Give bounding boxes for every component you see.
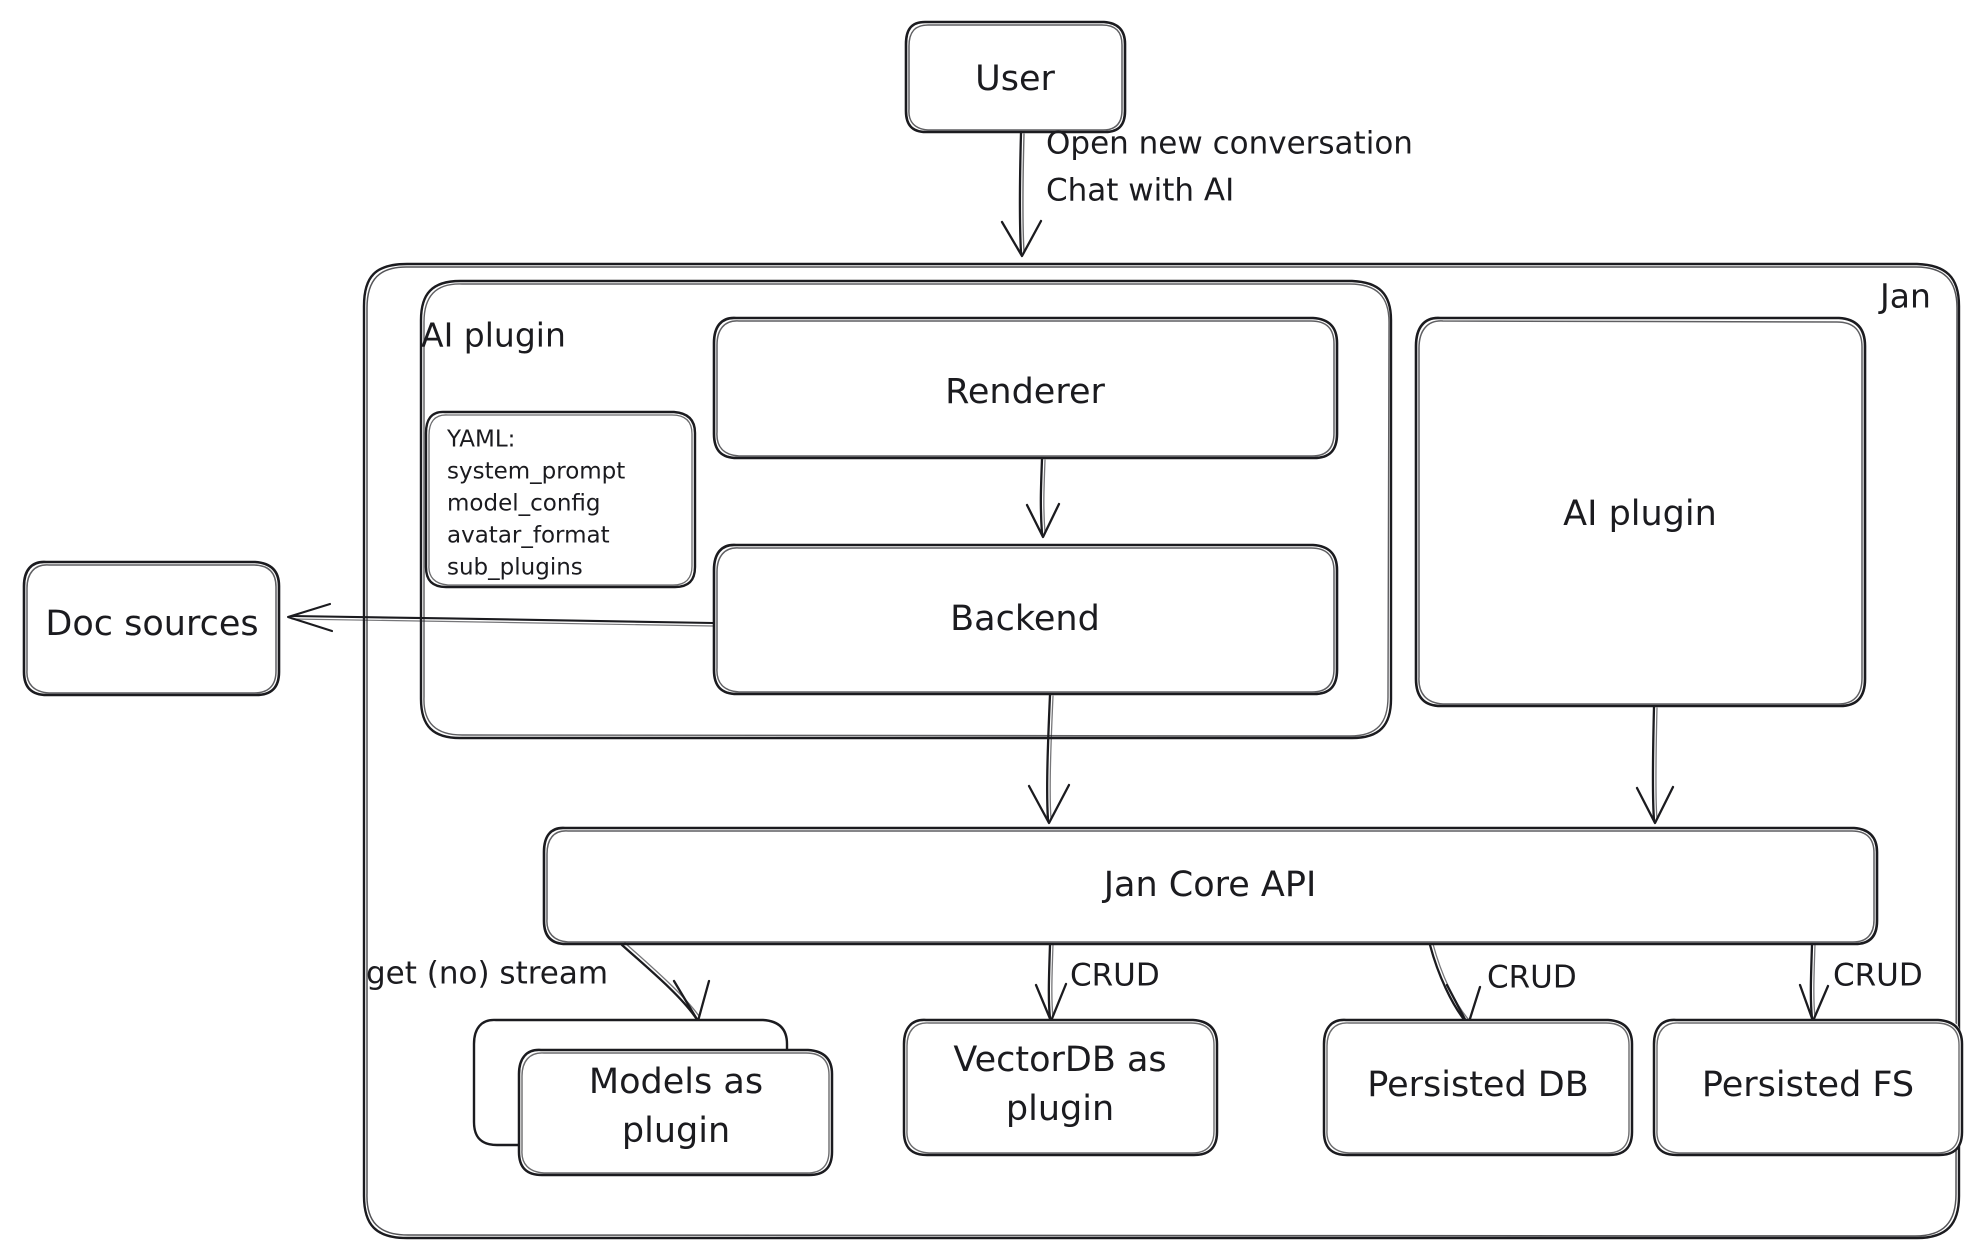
node-backend[interactable]: Backend [712,543,1339,696]
edge-core-to-vectordb-label: CRUD [1070,958,1160,994]
yaml-card[interactable]: YAML: system_prompt model_config avatar_… [424,410,697,589]
edge-core-to-vectordb: CRUD [1034,943,1160,1023]
edge-user-to-renderer-label-line2: Chat with AI [1046,173,1234,209]
node-doc-sources[interactable]: Doc sources [22,560,281,697]
edge-user-to-renderer: Open new conversation Chat with AI [1000,126,1413,258]
edge-ai-plugin-to-core [1635,705,1675,825]
edge-backend-to-core [1027,693,1071,825]
node-user-label: User [975,59,1055,99]
node-ai-plugin-label: AI plugin [1563,494,1717,534]
node-models-as-plugin[interactable]: Models as plugin [472,1018,834,1177]
edge-core-to-persisted-fs: CRUD [1798,943,1923,1023]
node-persisted-fs-label: Persisted FS [1702,1065,1914,1105]
yaml-card-item-model-config: model_config [447,491,601,517]
node-models-as-plugin-label-line2: plugin [622,1111,730,1151]
node-persisted-db[interactable]: Persisted DB [1322,1018,1634,1157]
node-renderer[interactable]: Renderer [712,316,1339,460]
edge-core-to-persisted-db-label: CRUD [1487,960,1577,996]
yaml-card-item-system-prompt: system_prompt [447,459,625,485]
node-vectordb-as-plugin[interactable]: VectorDB as plugin [902,1018,1219,1157]
container-ai-plugin-group-label: AI plugin [421,316,566,355]
container-ai-plugin-group[interactable]: AI plugin [419,279,1393,740]
node-ai-plugin[interactable]: AI plugin [1414,316,1867,708]
node-user[interactable]: User [904,20,1127,134]
node-jan-core-api-label: Jan Core API [1102,865,1317,905]
edge-user-to-renderer-label-line1: Open new conversation [1046,126,1413,162]
node-vectordb-as-plugin-label-line1: VectorDB as [953,1040,1166,1080]
node-doc-sources-label: Doc sources [45,604,258,644]
node-models-as-plugin-label-line1: Models as [589,1062,763,1102]
node-renderer-label: Renderer [945,372,1105,412]
node-backend-label: Backend [950,599,1100,639]
edge-backend-to-doc-sources [286,602,715,633]
edge-core-to-models: get (no) stream [366,942,711,1023]
node-persisted-fs[interactable]: Persisted FS [1652,1018,1964,1157]
edge-renderer-to-backend [1025,457,1061,539]
node-persisted-db-label: Persisted DB [1367,1065,1589,1105]
node-jan-core-api[interactable]: Jan Core API [542,826,1879,946]
edge-core-to-models-label: get (no) stream [366,956,608,992]
edge-core-to-persisted-db: CRUD [1428,943,1577,1027]
container-jan[interactable]: Jan [362,262,1961,1240]
yaml-card-item-sub-plugins: sub_plugins [447,555,583,581]
node-vectordb-as-plugin-label-line2: plugin [1006,1089,1114,1129]
yaml-card-header: YAML: [446,427,515,453]
yaml-card-item-avatar-format: avatar_format [447,523,610,549]
container-jan-label: Jan [1878,277,1931,316]
edge-core-to-persisted-fs-label: CRUD [1833,958,1923,994]
